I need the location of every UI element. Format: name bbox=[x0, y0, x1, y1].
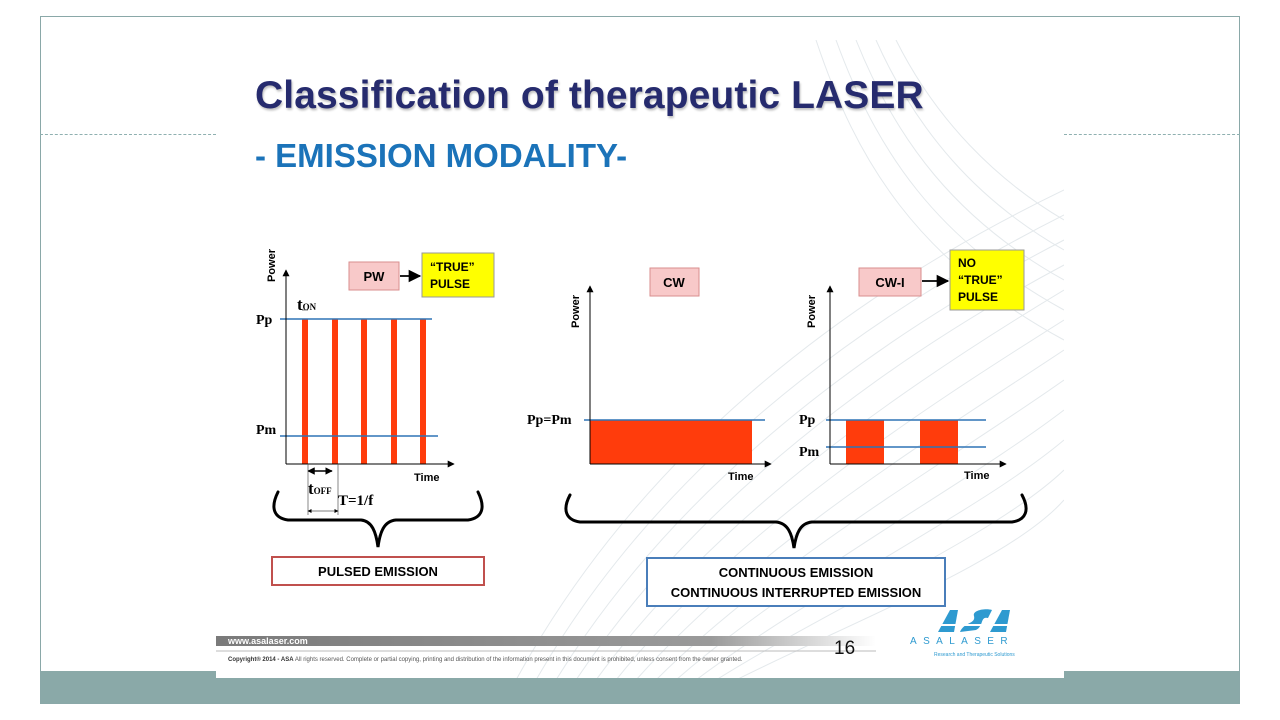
peak-power-label: Pp bbox=[256, 313, 273, 328]
cw-mode-box: CW bbox=[649, 267, 700, 297]
continuous-chart: Power Time Pp=Pm CW bbox=[527, 267, 772, 483]
slide: Classification of therapeutic LASER - EM… bbox=[216, 40, 1064, 678]
asa-logo-mark bbox=[932, 609, 1016, 632]
pulse-bar bbox=[420, 319, 426, 464]
y-axis-label: Power bbox=[570, 294, 582, 328]
pulsed-section-label: PULSED EMISSION bbox=[318, 564, 438, 579]
pulse-bar bbox=[391, 319, 397, 464]
pulsed-section-box: PULSED EMISSION bbox=[271, 556, 485, 586]
peak-power-label: Pp bbox=[799, 413, 816, 428]
cw-mode-label: CW bbox=[663, 275, 685, 290]
slide-subtitle: - EMISSION MODALITY- bbox=[255, 137, 628, 174]
pw-mode-label: PW bbox=[364, 269, 386, 284]
continuous-output bbox=[590, 420, 752, 464]
mean-power-label: Pm bbox=[256, 423, 277, 438]
no-true-pulse-note: NO “TRUE” PULSE bbox=[949, 249, 1025, 311]
y-axis-label: Power bbox=[266, 248, 278, 282]
logo-tagline: Research and Therapeutic Solutions bbox=[934, 652, 1015, 658]
pw-mode-box: PW bbox=[348, 261, 400, 291]
x-axis-label: Time bbox=[728, 471, 753, 483]
divider-left bbox=[40, 134, 216, 135]
interrupted-chart: Power Time Pp Pm CW-I NO “TRUE” PULSE bbox=[799, 249, 1025, 482]
true-pulse-note: “TRUE” PULSE bbox=[421, 252, 495, 298]
interrupted-block bbox=[846, 420, 884, 464]
emission-diagram: Power Time Pp Pm tON tOFF T=1/f PW “TRUE… bbox=[216, 248, 1028, 652]
copyright-holder: Copyright® 2014 - ASA bbox=[228, 657, 294, 663]
footer-url[interactable]: www.asalaser.com bbox=[228, 636, 308, 646]
pulse-bar bbox=[302, 319, 308, 464]
power-level-label: Pp=Pm bbox=[527, 413, 572, 428]
pulsed-chart: Power Time Pp Pm tON tOFF T=1/f PW “TRUE… bbox=[256, 248, 495, 586]
logo-wordmark: ASALASER bbox=[910, 636, 1015, 647]
pulse-bars bbox=[302, 319, 426, 464]
continuous-section-label: CONTINUOUS EMISSION bbox=[719, 565, 874, 580]
cwi-mode-box: CW-I bbox=[858, 267, 922, 297]
divider-right bbox=[1064, 134, 1240, 135]
note-line: “TRUE” bbox=[430, 260, 475, 274]
mean-power-label: Pm bbox=[799, 445, 820, 460]
period-label: T=1/f bbox=[338, 493, 374, 509]
footer-band bbox=[216, 636, 876, 646]
note-line: “TRUE” bbox=[958, 273, 1003, 287]
copyright-notice: Copyright® 2014 - ASA All rights reserve… bbox=[228, 657, 742, 663]
y-axis-label: Power bbox=[806, 294, 818, 328]
x-axis-label: Time bbox=[964, 470, 989, 482]
t-on-label: tON bbox=[297, 295, 317, 314]
copyright-text: All rights reserved. Complete or partial… bbox=[293, 657, 743, 663]
continuous-section-box: CONTINUOUS EMISSION CONTINUOUS INTERRUPT… bbox=[646, 557, 946, 607]
cwi-mode-label: CW-I bbox=[875, 275, 904, 290]
interrupted-block bbox=[920, 420, 958, 464]
x-axis-label: Time bbox=[414, 472, 439, 484]
pulse-bar bbox=[332, 319, 338, 464]
note-line: PULSE bbox=[958, 290, 998, 304]
slide-title: Classification of therapeutic LASER bbox=[255, 74, 924, 117]
page-number: 16 bbox=[834, 638, 856, 659]
note-line: NO bbox=[958, 256, 976, 270]
pulse-bar bbox=[361, 319, 367, 464]
continuous-brace bbox=[564, 493, 1028, 549]
t-off-label: tOFF bbox=[308, 479, 332, 498]
slide-frame bbox=[40, 16, 1240, 704]
pulsed-brace bbox=[272, 490, 484, 548]
continuous-interrupted-section-label: CONTINUOUS INTERRUPTED EMISSION bbox=[671, 585, 922, 600]
note-line: PULSE bbox=[430, 277, 470, 291]
